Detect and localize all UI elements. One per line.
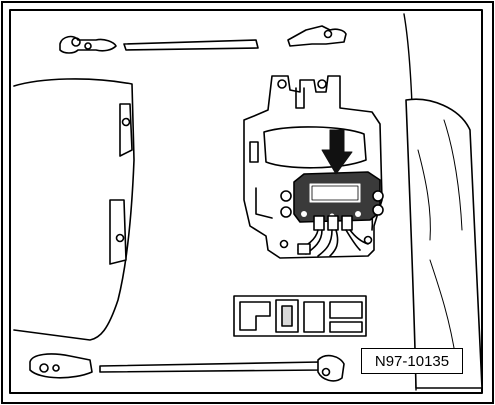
screw-icon [280, 190, 292, 202]
top-right-bracket [287, 25, 347, 47]
screw-icon [52, 364, 60, 372]
screw-icon [323, 29, 333, 39]
screw-icon [372, 204, 384, 216]
control-unit [280, 171, 384, 223]
wiring-harness [297, 215, 369, 257]
panel-screw-icon [115, 233, 125, 243]
top-rod [123, 39, 259, 51]
screw-icon [71, 37, 81, 47]
screw-icon [39, 363, 49, 373]
callout-arrow-icon [321, 129, 353, 175]
screw-icon [279, 239, 289, 249]
inner-border [9, 9, 483, 394]
screw-icon [277, 79, 287, 89]
panel-screw-icon [121, 117, 131, 127]
bottom-rod [29, 353, 345, 382]
lower-bracket [233, 295, 367, 337]
screw-icon [321, 367, 331, 377]
screw-icon [280, 206, 292, 218]
reference-number: N97-10135 [361, 348, 463, 374]
screw-icon [372, 190, 384, 202]
mounting-bracket [243, 75, 383, 259]
top-left-clip [59, 35, 117, 54]
left-trim-panel [13, 78, 135, 341]
screw-icon [317, 79, 327, 89]
screw-icon [84, 42, 92, 50]
right-seat-pad [405, 98, 483, 389]
